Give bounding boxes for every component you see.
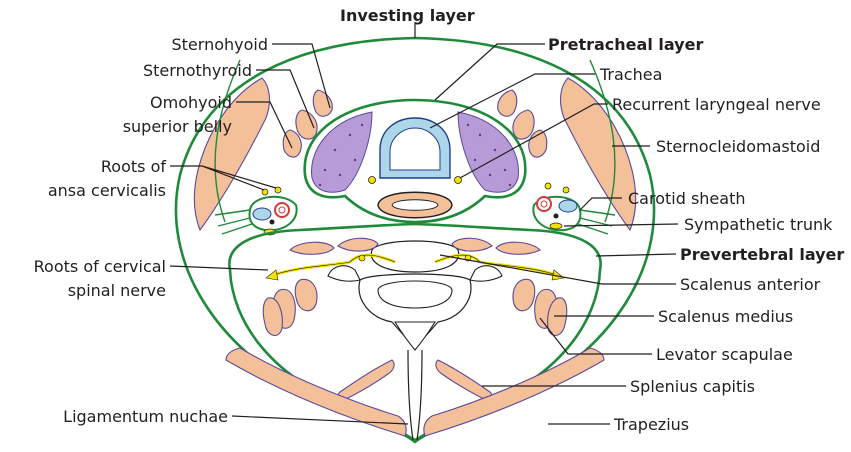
ganglion-left — [359, 255, 365, 261]
sternohyoid-left — [313, 90, 332, 116]
label-sternothyroid: Sternothyroid — [143, 61, 252, 80]
label-trachea: Trachea — [599, 65, 662, 84]
label-splenius-capitis: Splenius capitis — [630, 377, 755, 396]
label-roots-cervical-line1: Roots of cervical — [34, 257, 166, 276]
label-trapezius: Trapezius — [613, 415, 689, 434]
ansa-cervicalis-root-3 — [545, 183, 551, 189]
leader-prevertebral — [596, 254, 676, 256]
splenius-capitis-right — [436, 360, 492, 400]
sternohyoid-right — [498, 90, 517, 116]
longus-colli-right — [452, 238, 492, 251]
longus-capitis-right — [496, 242, 540, 254]
transverse-process-left — [328, 266, 360, 281]
label-omohyoid-line1: Omohyoid — [150, 93, 232, 112]
recurrent-laryngeal-nerve-left — [369, 177, 376, 184]
thyroid-lobe-left — [312, 112, 372, 192]
label-carotid-sheath: Carotid sheath — [628, 189, 746, 208]
splenius-capitis-left — [338, 360, 394, 400]
label-roots-ansa-line2: ansa cervicalis — [48, 181, 166, 200]
carotid-artery-left — [275, 203, 289, 217]
internal-jugular-vein-right — [559, 200, 577, 212]
label-levator-scapulae: Levator scapulae — [656, 345, 793, 364]
label-investing-layer: Investing layer — [340, 6, 475, 25]
label-pretracheal-layer: Pretracheal layer — [548, 35, 703, 54]
label-roots-ansa-line1: Roots of — [101, 157, 166, 176]
carotid-artery-right — [537, 197, 551, 211]
label-roots-cervical-line2: spinal nerve — [68, 281, 166, 300]
trapezius-right — [424, 348, 604, 436]
label-scalenus-medius: Scalenus medius — [658, 307, 793, 326]
label-omohyoid-line2: superior belly — [123, 117, 232, 136]
ansa-cervicalis-root-4 — [563, 187, 569, 193]
esophagus-lumen — [392, 200, 438, 211]
label-ligamentum-nuchae: Ligamentum nuchae — [63, 407, 228, 426]
sternothyroid-right — [513, 110, 534, 139]
spinous-process — [395, 322, 435, 350]
leader-roots-cervical — [170, 266, 268, 270]
scalenus-anterior-right — [513, 279, 535, 310]
leader-pretracheal — [435, 44, 545, 100]
ligamentum-nuchae — [408, 350, 422, 440]
scalenus-anterior-left — [295, 279, 317, 310]
longus-colli-left — [338, 238, 378, 251]
longus-capitis-left — [290, 242, 334, 254]
sympathetic-trunk-right — [550, 223, 562, 229]
internal-jugular-vein-left — [253, 208, 271, 220]
nerve-arrowhead-left — [266, 270, 278, 280]
vagus-nerve-right — [554, 214, 559, 219]
vagus-nerve-left — [270, 220, 275, 225]
sheath-connection-left — [215, 210, 252, 234]
transverse-process-right — [470, 266, 502, 281]
label-sternohyoid: Sternohyoid — [172, 35, 269, 54]
label-scalenus-anterior: Scalenus anterior — [680, 275, 821, 294]
trachea-lumen — [390, 128, 440, 170]
label-sympathetic-trunk: Sympathetic trunk — [684, 215, 833, 234]
thyroid-lobe-right — [458, 112, 518, 192]
sheath-connection-right — [578, 210, 615, 234]
label-prevertebral-layer: Prevertebral layer — [680, 245, 844, 264]
spinal-canal — [378, 281, 452, 308]
sternothyroid-left — [296, 110, 317, 139]
label-sternocleidomastoid: Sternocleidomastoid — [656, 137, 820, 156]
label-recurrent-laryngeal-nerve: Recurrent laryngeal nerve — [612, 95, 821, 114]
